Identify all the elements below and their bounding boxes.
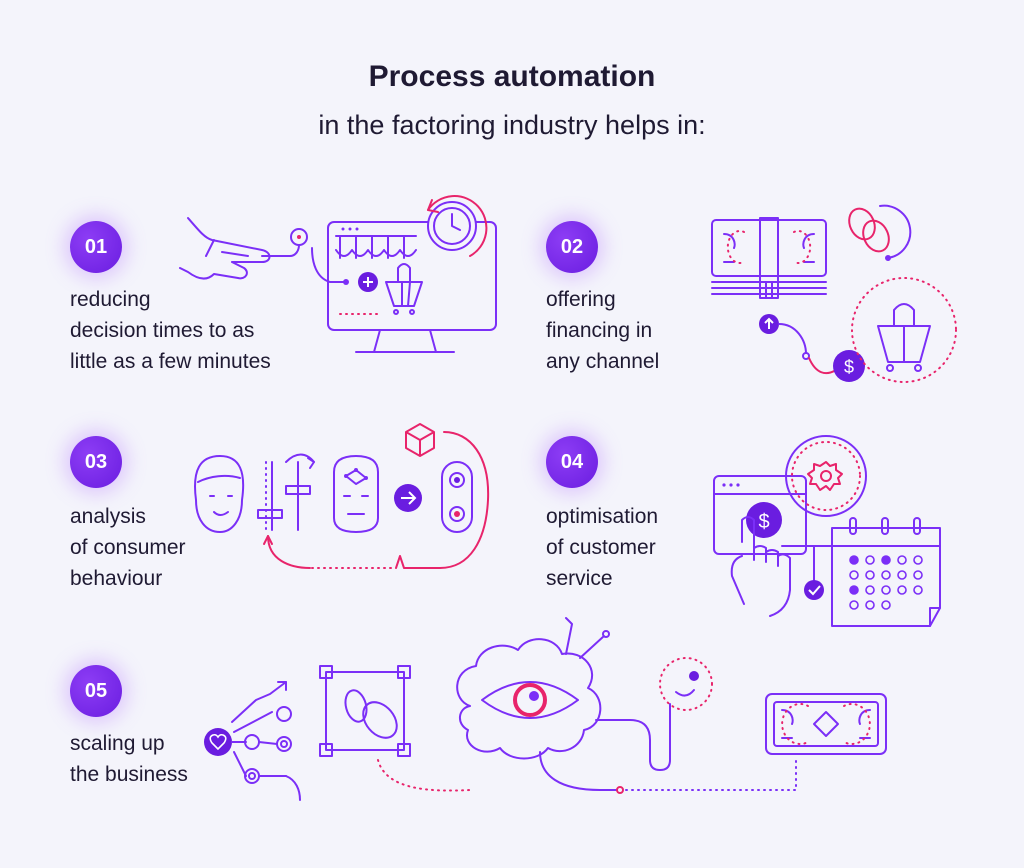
step-label-01: reducing decision times to as little as … bbox=[70, 288, 271, 373]
step-badge-03: 03 bbox=[70, 436, 122, 488]
money-stack-icon bbox=[711, 217, 827, 299]
step-label-02: offering financing in any channel bbox=[546, 288, 660, 373]
coins-selection-icon bbox=[319, 665, 411, 757]
page-title: Process automation bbox=[368, 60, 656, 93]
monitor-shop-icon bbox=[311, 221, 497, 353]
step-badge-04: 04 bbox=[546, 436, 598, 488]
basket-coin-icon: $ bbox=[759, 277, 957, 383]
page-subtitle: in the factoring industry helps in: bbox=[318, 110, 706, 140]
step-label-03: analysis of consumer behaviour bbox=[70, 505, 186, 590]
sliders-icon bbox=[257, 431, 490, 569]
dotted-connector bbox=[377, 759, 471, 792]
step-label-05: scaling up the business bbox=[70, 732, 188, 786]
gear-icon bbox=[785, 435, 867, 517]
step-badge-05: 05 bbox=[70, 665, 122, 717]
check-icon bbox=[804, 580, 824, 600]
svg-text:$: $ bbox=[758, 511, 769, 533]
step-badge-01: 01 bbox=[70, 221, 122, 273]
svg-text:$: $ bbox=[844, 357, 854, 377]
pointing-hand-icon bbox=[730, 516, 791, 617]
heart-network-icon bbox=[204, 681, 301, 801]
robot-head-icon bbox=[333, 455, 379, 533]
dotted-connector bbox=[625, 755, 797, 791]
connector-line bbox=[781, 545, 837, 581]
banknote-icon bbox=[765, 693, 887, 755]
calendar-icon bbox=[831, 517, 941, 627]
dollar-coin-icon: $ bbox=[746, 502, 782, 538]
clock-icon bbox=[427, 195, 488, 257]
human-face-icon bbox=[194, 455, 245, 533]
control-knob-icon bbox=[595, 657, 713, 771]
step-label-04: optimisation of customer service bbox=[546, 505, 659, 590]
coins-icon bbox=[848, 204, 912, 261]
cube-icon bbox=[405, 423, 435, 457]
hand-pointing-icon bbox=[179, 217, 308, 280]
toggle-switch-icon bbox=[441, 461, 473, 533]
cloud-eye-icon bbox=[456, 617, 624, 794]
step-badge-02: 02 bbox=[546, 221, 598, 273]
